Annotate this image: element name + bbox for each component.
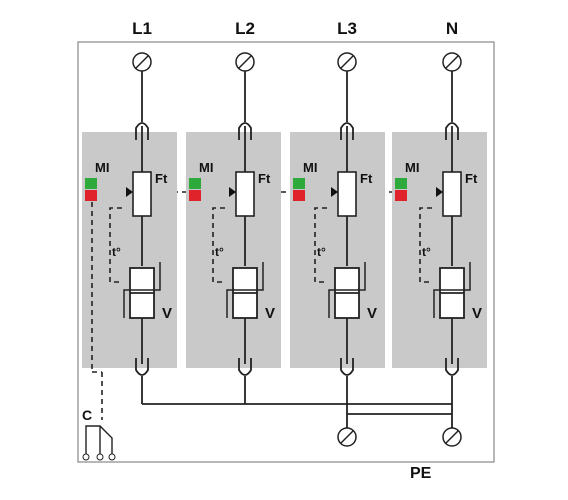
varistor-icon [433,262,471,319]
thermal-fuse [442,171,462,217]
thermal-link [314,207,327,283]
pe-bus [142,403,453,428]
indicator-label: MI [95,160,109,175]
phase-label: L3 [337,19,357,38]
indicator-red [189,190,201,201]
indicator-red [395,190,407,201]
thermal-fuse [132,171,152,217]
trip-arrow-icon [436,187,443,197]
plug-contact-bottom [340,358,354,376]
indicator-label: MI [405,160,419,175]
fuse-label: Ft [258,171,271,186]
thermal-fuse [235,171,255,217]
thermal-link [212,207,225,283]
phase-module-n: N Ft MI t° V [392,19,487,404]
thermal-label: t° [112,245,121,259]
indicator-red [85,190,97,201]
thermal-link [109,207,122,283]
pe-terminal-right [442,427,462,447]
varistor-label: V [265,305,275,322]
varistor-icon [328,262,366,319]
input-terminal-icon [132,52,152,72]
enclosure-frame [77,41,495,463]
pe-terminal-left [337,427,357,447]
input-terminal-icon [442,52,462,72]
phase-label: N [446,19,458,38]
remote-contact [82,202,116,461]
varistor-label: V [367,305,377,322]
phase-label: L1 [132,19,152,38]
phase-label: L2 [235,19,255,38]
contact-label: C [82,407,92,423]
module-body [82,132,177,368]
indicator-label: MI [199,160,213,175]
thermal-label: t° [317,245,326,259]
indicator-green [85,178,97,189]
indicator-green [189,178,201,189]
plug-contact-top [445,122,459,140]
input-terminal-icon [235,52,255,72]
plug-contact-top [135,122,149,140]
thermal-label: t° [422,245,431,259]
module-body [392,132,487,368]
indicator-red [293,190,305,201]
pe-label: PE [410,465,432,482]
fuse-label: Ft [360,171,373,186]
varistor-icon [123,262,161,319]
plug-contact-bottom [445,358,459,376]
module-body [186,132,281,368]
thermal-fuse [337,171,357,217]
trip-arrow-icon [331,187,338,197]
indicator-green [293,178,305,189]
plug-contact-bottom [135,358,149,376]
input-terminal-icon [337,52,357,72]
indicator-label: MI [303,160,317,175]
plug-contact-bottom [238,358,252,376]
fuse-label: Ft [155,171,168,186]
indicator-green [395,178,407,189]
thermal-link [419,207,432,283]
thermal-label: t° [215,245,224,259]
fuse-label: Ft [465,171,478,186]
varistor-icon [226,262,264,319]
varistor-label: V [162,305,172,322]
varistor-label: V [472,305,482,322]
trip-arrow-icon [229,187,236,197]
plug-contact-top [238,122,252,140]
trip-arrow-icon [126,187,133,197]
plug-contact-top [340,122,354,140]
